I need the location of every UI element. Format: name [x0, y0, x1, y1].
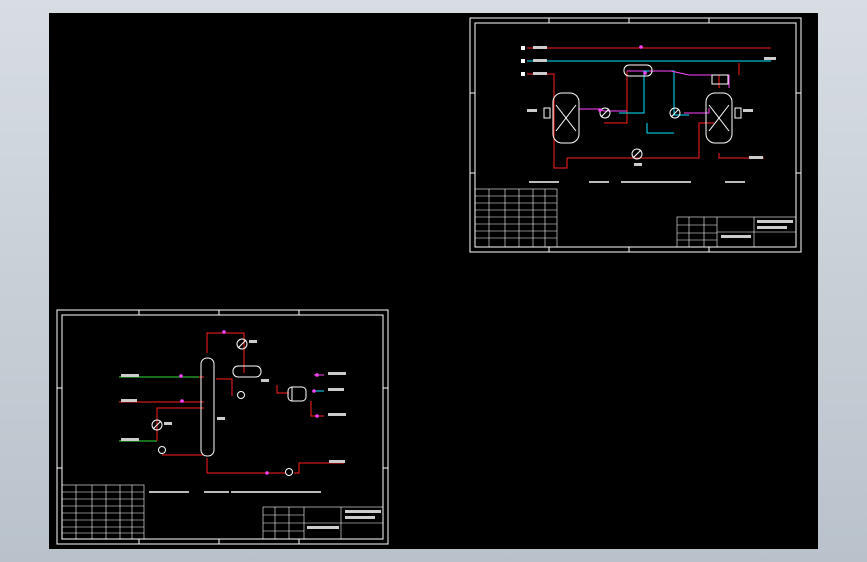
line-tags [179, 330, 319, 475]
product-exchanger [287, 386, 307, 402]
reactor-left-cross-b [555, 104, 577, 132]
note-row [149, 491, 321, 493]
title-block-text [307, 510, 381, 529]
steam-line-right [649, 70, 730, 88]
bottoms-pump [285, 468, 293, 476]
heat-exchanger-left [599, 107, 611, 119]
stream-labels [521, 46, 776, 166]
left-outlet-line [604, 71, 628, 124]
right-steam-line [684, 108, 710, 114]
legend-table [61, 484, 145, 540]
reflux-line [216, 378, 233, 396]
note-row [529, 181, 745, 183]
cw-line-left [619, 70, 659, 114]
feed-heater [151, 419, 163, 431]
title-block-text [721, 220, 793, 238]
line-tags [598, 45, 647, 112]
right-bottom-line [718, 153, 739, 159]
reactor-right-cross-b [708, 104, 730, 132]
right-feed-line [698, 122, 714, 148]
bottoms-line [206, 458, 286, 474]
top-vessel-right [711, 74, 729, 85]
distillation-column [200, 357, 215, 457]
cw-return-line [646, 123, 674, 134]
stream-labels [121, 340, 346, 463]
reflux-drum [232, 365, 262, 378]
steam-line-left [579, 71, 628, 112]
reactor-right-nozzle [734, 107, 742, 119]
title-block [676, 216, 797, 248]
drawing-svg [56, 17, 802, 545]
separator-drum [623, 64, 653, 77]
border-ticks [470, 18, 801, 252]
legend-table [474, 188, 558, 248]
border-ticks [57, 310, 388, 544]
sheet-outer-border [469, 17, 802, 253]
reactor-right [705, 92, 733, 144]
reflux-pump [237, 391, 245, 399]
title-block [262, 506, 384, 540]
sheet-outer-border [56, 309, 389, 545]
reactor-left [552, 92, 580, 144]
drum-to-exchanger [276, 385, 289, 394]
sheet-top-right [469, 17, 802, 253]
bottoms-product-line [294, 462, 344, 474]
sheet-inner-border [61, 314, 384, 540]
cad-model-space [49, 13, 818, 549]
heat-exchanger-right [669, 107, 681, 119]
recycle-compressor [631, 148, 643, 160]
feed-pump [158, 446, 166, 454]
sheet-inner-border [474, 22, 797, 248]
sheet-bottom-left [56, 309, 389, 545]
feed-line-left [527, 73, 568, 169]
reactor-left-nozzle [543, 107, 551, 119]
column-overhead-line [206, 332, 245, 353]
overhead-condenser [236, 338, 248, 350]
bottom-recycle-line [567, 148, 700, 159]
product-line-1 [310, 401, 324, 417]
